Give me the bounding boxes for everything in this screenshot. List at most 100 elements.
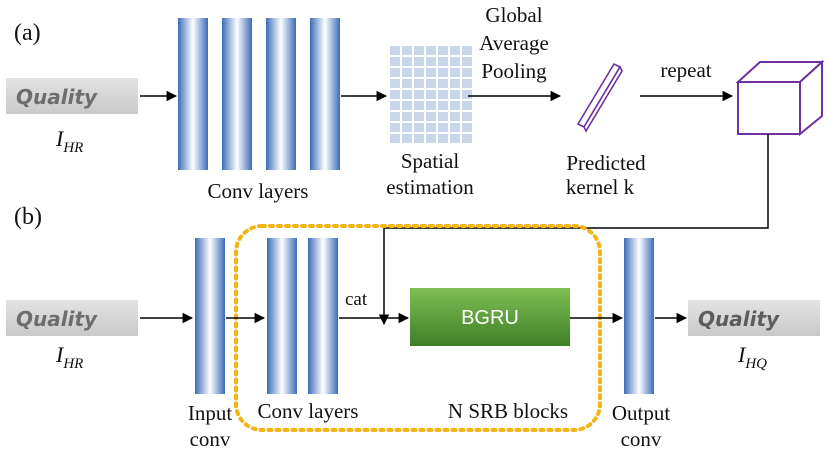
input-conv-layer <box>195 238 225 394</box>
spatial-grid-cell <box>402 134 412 143</box>
conv-layer-a-2 <box>222 18 252 170</box>
conv-layer-b-2 <box>308 238 338 394</box>
spatial-grid-cell <box>390 57 400 66</box>
gap-label-line3: Pooling <box>481 59 547 83</box>
spatial-grid-cell <box>414 79 424 88</box>
spatial-grid-cell <box>402 123 412 132</box>
output-conv-layer <box>624 238 654 394</box>
spatial-grid-cell <box>414 46 424 55</box>
spatial-grid-cell <box>462 46 472 55</box>
spatial-grid-cell <box>402 112 412 121</box>
spatial-grid-cell <box>450 46 460 55</box>
spatial-grid-cell <box>426 79 436 88</box>
input-label-a-sub: HR <box>62 140 83 156</box>
spatial-grid-cell <box>390 68 400 77</box>
spatial-grid-cell <box>450 68 460 77</box>
output-image-text: Quality <box>698 307 780 331</box>
spatial-grid-cell <box>426 57 436 66</box>
srb-block-box <box>234 224 602 432</box>
spatial-grid-cell <box>414 90 424 99</box>
spatial-grid-cell <box>438 90 448 99</box>
spatial-grid-cell <box>462 68 472 77</box>
output-label-sub: HQ <box>744 356 767 372</box>
repeated-kernel-cube <box>735 59 825 137</box>
input-image-b-text: Quality <box>16 307 98 331</box>
predicted-kernel-shape <box>576 62 623 133</box>
output-image: Quality <box>688 300 820 336</box>
spatial-grid-cell <box>390 123 400 132</box>
input-image-a: Quality <box>6 78 138 114</box>
input-label-b-main: I <box>55 342 65 367</box>
spatial-estimation-grid <box>390 46 472 143</box>
spatial-grid-cell <box>426 101 436 110</box>
spatial-label-line1: Spatial <box>401 149 459 173</box>
spatial-grid-cell <box>450 57 460 66</box>
spatial-grid-cell <box>438 112 448 121</box>
output-label-main: I <box>737 342 747 367</box>
spatial-grid-cell <box>450 112 460 121</box>
spatial-grid-cell <box>438 57 448 66</box>
conv-layers-label-b: Conv layers <box>258 399 359 423</box>
spatial-grid-cell <box>390 134 400 143</box>
spatial-grid-cell <box>438 101 448 110</box>
spatial-grid-cell <box>414 134 424 143</box>
spatial-label-line2: estimation <box>386 175 474 199</box>
section-a-label: (a) <box>14 20 41 46</box>
spatial-grid-cell <box>438 123 448 132</box>
spatial-grid-cell <box>462 57 472 66</box>
spatial-grid-cell <box>438 134 448 143</box>
spatial-grid-cell <box>426 68 436 77</box>
gap-label-line2: Average <box>479 31 549 55</box>
spatial-grid-cell <box>402 79 412 88</box>
input-image-b: Quality <box>6 300 138 336</box>
spatial-grid-cell <box>390 112 400 121</box>
spatial-grid-cell <box>390 101 400 110</box>
spatial-grid-cell <box>402 90 412 99</box>
bgru-block <box>410 288 570 346</box>
spatial-grid-cell <box>426 134 436 143</box>
bgru-label: BGRU <box>461 307 519 329</box>
spatial-grid-cell <box>462 90 472 99</box>
spatial-grid-cell <box>414 112 424 121</box>
gap-label-line1: Global <box>485 3 542 27</box>
spatial-grid-cell <box>402 46 412 55</box>
spatial-grid-cell <box>390 46 400 55</box>
spatial-grid-cell <box>450 90 460 99</box>
spatial-grid-cell <box>450 79 460 88</box>
output-conv-label-line1: Output <box>612 401 671 425</box>
spatial-grid-cell <box>462 112 472 121</box>
spatial-grid-cell <box>450 101 460 110</box>
spatial-grid-cell <box>438 46 448 55</box>
conv-layer-b-1 <box>267 238 297 394</box>
output-conv-label-line2: conv <box>621 427 662 451</box>
spatial-grid-cell <box>438 68 448 77</box>
spatial-grid-cell <box>426 112 436 121</box>
spatial-grid-cell <box>438 79 448 88</box>
input-label-a-main: I <box>55 126 65 151</box>
cat-label: cat <box>345 289 368 310</box>
kernel-label-line1: Predicted <box>566 151 646 175</box>
srb-blocks-label: N SRB blocks <box>448 399 568 423</box>
spatial-grid-cell <box>402 57 412 66</box>
section-b-label: (b) <box>14 204 42 230</box>
input-label-b-sub: HR <box>62 356 83 372</box>
spatial-grid-cell <box>462 101 472 110</box>
spatial-grid-cell <box>426 90 436 99</box>
input-image-a-text: Quality <box>16 85 98 109</box>
spatial-grid-cell <box>462 79 472 88</box>
input-label-a: IHR <box>55 126 83 156</box>
spatial-grid-cell <box>450 123 460 132</box>
input-conv-label-line1: Input <box>188 401 232 425</box>
spatial-grid-cell <box>426 123 436 132</box>
spatial-grid-cell <box>402 68 412 77</box>
spatial-grid-cell <box>414 68 424 77</box>
input-label-b: IHR <box>55 342 83 372</box>
conv-layer-a-4 <box>310 18 340 170</box>
conv-layer-a-1 <box>178 18 208 170</box>
spatial-grid-cell <box>390 90 400 99</box>
spatial-grid-cell <box>450 134 460 143</box>
spatial-grid-cell <box>414 57 424 66</box>
conv-layer-a-3 <box>266 18 296 170</box>
spatial-grid-cell <box>390 79 400 88</box>
